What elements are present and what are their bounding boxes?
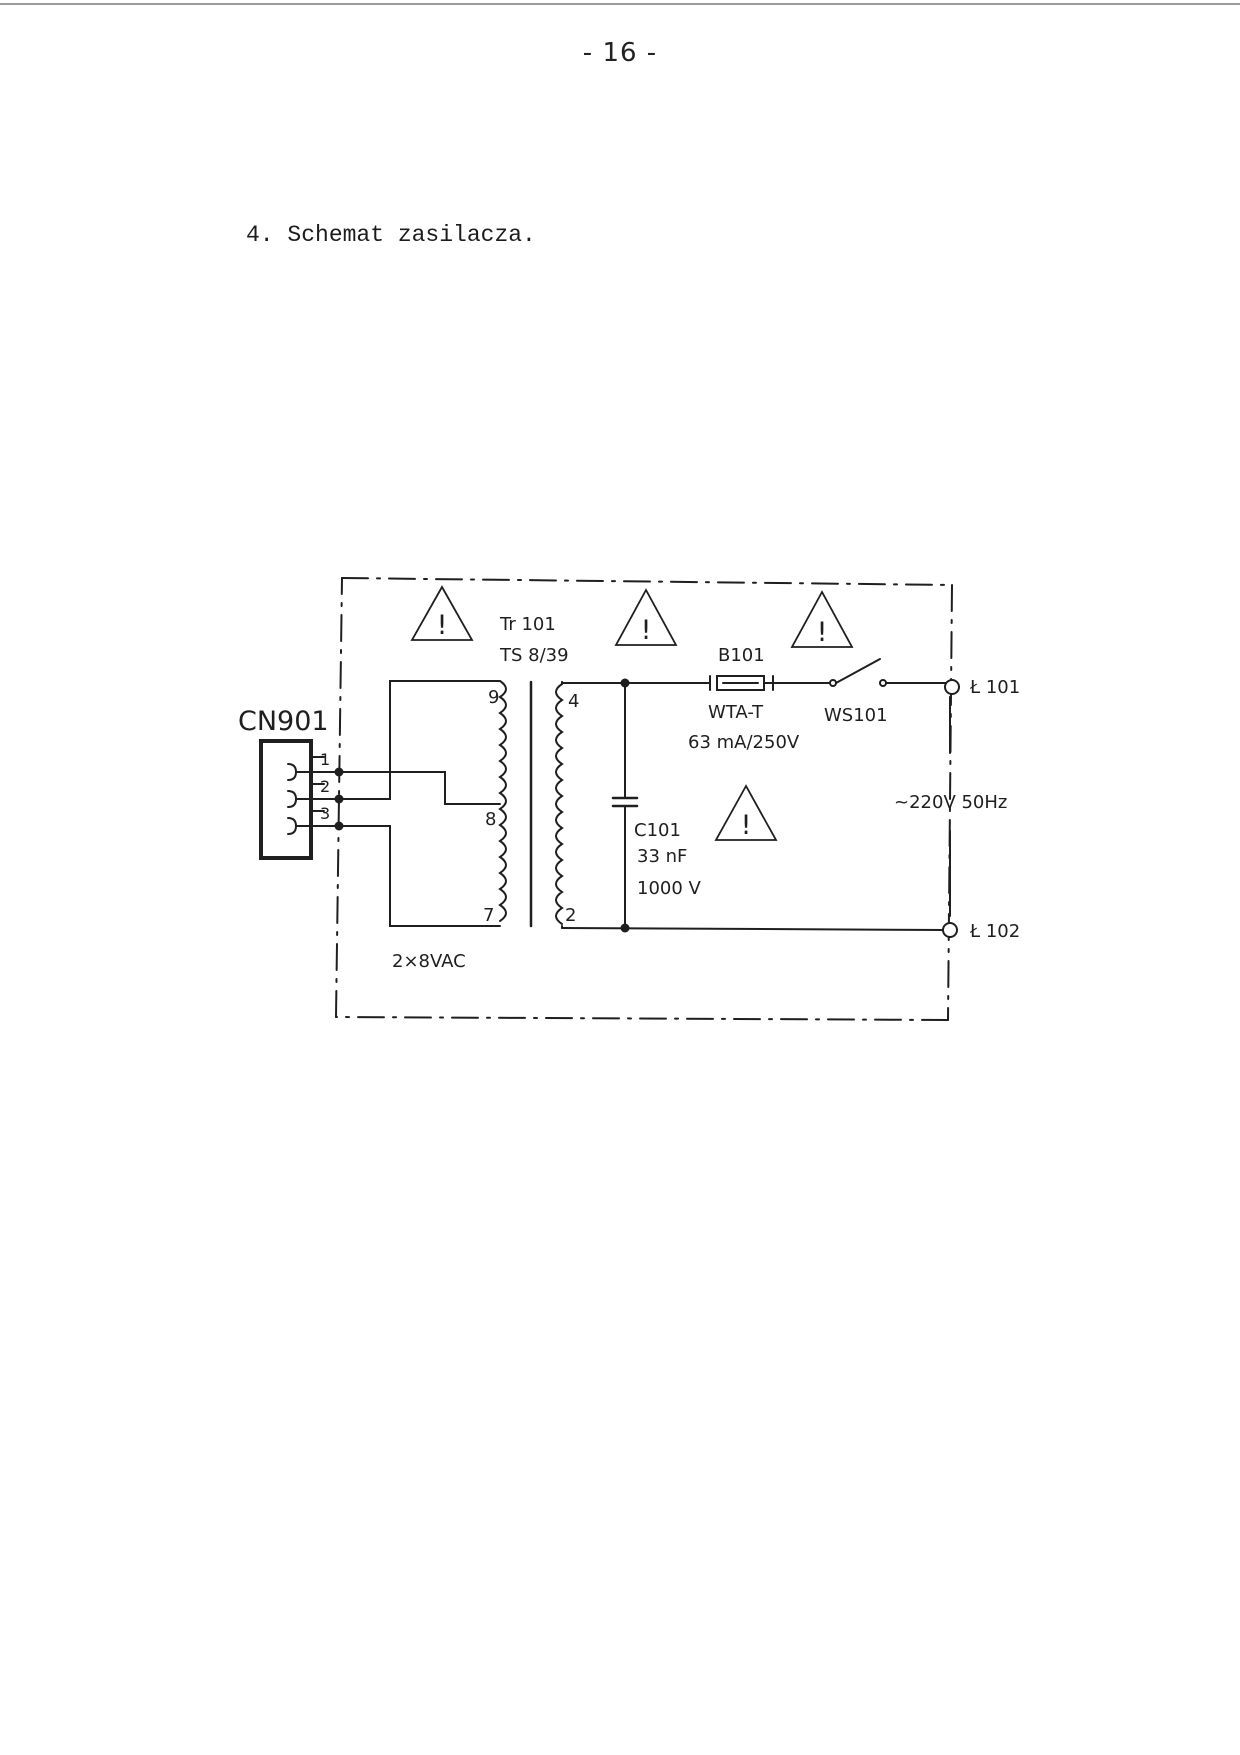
warning-mark: ! xyxy=(817,617,828,648)
fuse-rating: 63 mA/250V xyxy=(688,732,800,753)
warning-triangles xyxy=(410,585,854,841)
switch-contact xyxy=(829,679,837,687)
capacitor-voltage: 1000 V xyxy=(637,878,702,899)
terminal-l101-label: Ł 101 xyxy=(969,677,1020,698)
terminal-l101-circle xyxy=(944,679,960,695)
enclosure-boundary xyxy=(335,577,953,1021)
transformer-type: TS 8/39 xyxy=(499,645,569,666)
junction-dot xyxy=(620,923,630,933)
capacitor-designator: C101 xyxy=(634,820,681,841)
primary-winding xyxy=(555,681,564,925)
switch-ws101 xyxy=(835,658,881,684)
fuse-designator: B101 xyxy=(718,645,765,666)
switch-contact xyxy=(879,679,887,687)
winding-pin-label: 9 xyxy=(488,687,499,708)
fuse-type: WTA-T xyxy=(708,702,764,723)
warning-mark: ! xyxy=(641,615,652,646)
junction-dot xyxy=(620,678,630,688)
capacitor-value: 33 nF xyxy=(637,846,687,867)
connector-pin-label: 3 xyxy=(320,804,330,823)
connector-pin-label: 2 xyxy=(320,777,330,796)
primary-top-rail xyxy=(561,681,947,684)
winding-pin-label: 4 xyxy=(568,691,579,712)
section-title: 4. Schemat zasilacza. xyxy=(246,222,536,248)
transformer-designator: Tr 101 xyxy=(499,614,556,635)
connector-pin-label: 1 xyxy=(320,750,330,769)
fuse-b101 xyxy=(709,675,782,691)
junction-dot xyxy=(334,794,344,804)
winding-pin-label: 8 xyxy=(485,809,496,830)
terminal-l102-circle xyxy=(942,922,958,938)
page-number: - 16 - xyxy=(582,38,658,68)
connector-cn901-body xyxy=(259,739,340,860)
junction-dots xyxy=(334,678,630,933)
switch-designator: WS101 xyxy=(824,705,888,726)
page-top-rule xyxy=(0,3,1240,5)
connector-label: CN901 xyxy=(238,706,329,737)
winding-pin-label: 7 xyxy=(483,905,494,926)
junction-dot xyxy=(334,767,344,777)
secondary-wiring xyxy=(338,680,501,927)
warning-mark: ! xyxy=(437,610,448,641)
junction-dot xyxy=(334,821,344,831)
capacitor-c101 xyxy=(611,682,639,929)
warning-mark: ! xyxy=(741,810,752,841)
mains-voltage-label: ~220V 50Hz xyxy=(894,792,1007,813)
terminal-l102-label: Ł 102 xyxy=(969,921,1020,942)
primary-bottom-rail xyxy=(561,925,947,931)
secondary-winding xyxy=(498,680,507,922)
secondary-rating-label: 2×8VAC xyxy=(392,951,466,972)
winding-pin-label: 2 xyxy=(565,905,576,926)
